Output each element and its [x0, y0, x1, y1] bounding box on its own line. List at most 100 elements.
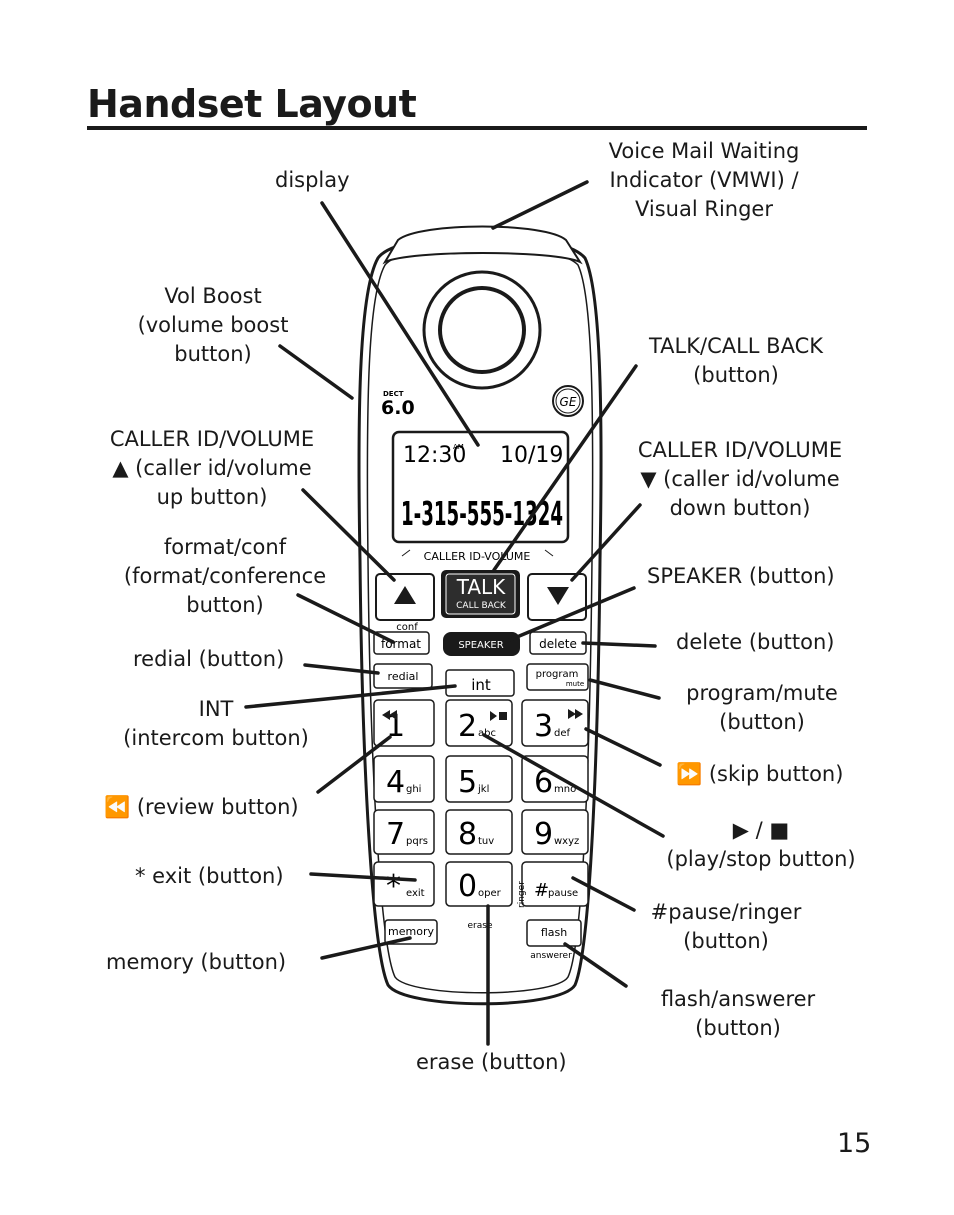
key-2-button[interactable] [445, 699, 513, 747]
up-arrow-icon [394, 586, 416, 604]
key-letters: ghi [406, 784, 421, 795]
memory-button [384, 919, 438, 945]
callout-redial [303, 663, 380, 675]
key-letters: abc [478, 728, 496, 739]
ge-logo-text: GE [560, 395, 577, 409]
label-memory: memory (button) [106, 950, 287, 974]
key-digit: # [534, 880, 549, 901]
callout-speaker [503, 586, 636, 644]
erase-label: erase [468, 921, 493, 931]
review-icon [382, 710, 397, 720]
callout-vmwi [491, 180, 589, 230]
callout-play-stop [482, 733, 665, 838]
key-letters: oper [478, 888, 502, 899]
callout-pause [571, 876, 636, 912]
label-play-stop: ▶ / ■ (play/stop button) [666, 818, 856, 871]
visual-ringer [382, 225, 583, 265]
callout-lines [244, 180, 665, 1046]
callout-talk [492, 364, 638, 572]
callout-review [316, 735, 392, 794]
speaker-button [443, 632, 520, 656]
callout-delete [581, 641, 657, 648]
down-arrow-icon [547, 587, 569, 605]
key-digit: 6 [534, 765, 553, 800]
key-7-button[interactable] [373, 809, 435, 855]
label-vol-boost: Vol Boost (volume boost button) [137, 284, 289, 366]
label-redial: redial (button) [133, 647, 285, 671]
callout-flash [563, 942, 628, 988]
lcd-ampm: AM [453, 443, 464, 451]
dect-version: 6.0 [381, 397, 415, 419]
title-rule [87, 126, 867, 130]
label-talk: TALK/CALL BACK (button) [648, 334, 824, 387]
key-letters: pqrs [406, 836, 428, 847]
label-program-mute: program/mute (button) [686, 681, 838, 734]
key-pound-button[interactable] [521, 861, 589, 907]
key-digit: 4 [386, 765, 405, 800]
label-speaker: SPEAKER (button) [647, 564, 835, 588]
key-3-button[interactable] [521, 699, 589, 747]
call-back-label: CALL BACK [456, 601, 507, 611]
key-digit: 9 [534, 817, 553, 852]
label-delete: delete (button) [676, 630, 835, 654]
conf-label: conf [396, 622, 418, 633]
label-cid-up: CALLER ID/VOLUME ▲ (caller id/volume up … [109, 427, 315, 509]
play-stop-icon [490, 711, 507, 721]
key-8-button[interactable] [445, 809, 513, 855]
page-number: 15 [837, 1128, 872, 1159]
key-letters: exit [406, 888, 425, 899]
caller-id-volume-strip: CALLER ID-VOLUME [424, 550, 531, 563]
callout-display [320, 201, 480, 447]
mute-label: mute [566, 680, 584, 688]
key-digit: 8 [458, 817, 477, 852]
callout-vol-boost [278, 344, 354, 400]
key-digit: 2 [458, 709, 477, 744]
ge-logo [552, 385, 584, 417]
key-digit: * [386, 869, 401, 904]
label-exit: * exit (button) [135, 864, 284, 888]
flash-label: flash [541, 926, 567, 939]
callout-format [296, 593, 395, 644]
lcd-number: 1-315-555-1324 [401, 494, 563, 533]
key-digit: 0 [458, 869, 477, 904]
key-letters: def [554, 728, 571, 739]
lcd-date: 10/19 [500, 443, 563, 468]
program-button [526, 663, 589, 691]
key-letters: jkl [477, 784, 489, 795]
int-label: int [471, 676, 491, 694]
label-int: INT (intercom button) [123, 697, 309, 750]
key-letters: tuv [478, 836, 494, 847]
key-4-button[interactable] [373, 755, 435, 803]
int-button [445, 669, 515, 697]
key-letters: mno [554, 784, 576, 795]
label-review: ⏪ (review button) [104, 795, 299, 819]
redial-label: redial [388, 670, 419, 683]
talk-label: TALK [456, 575, 506, 599]
lcd-display [391, 430, 570, 544]
callout-int [244, 684, 457, 709]
memory-label: memory [388, 925, 434, 938]
label-cid-down: CALLER ID/VOLUME ▼ (caller id/volume dow… [637, 438, 843, 520]
label-display: display [275, 168, 350, 192]
key-5-button[interactable] [445, 755, 513, 803]
key-digit: 7 [386, 817, 405, 852]
key-letters: pause [548, 888, 578, 899]
key-9-button[interactable] [521, 809, 589, 855]
callout-memory [320, 936, 412, 960]
label-format-conf: format/conf (format/conference button) [123, 535, 327, 617]
delete-label: delete [539, 637, 577, 651]
callout-cid-up [301, 488, 396, 582]
key-digit: 1 [386, 709, 405, 744]
key-digit: 3 [534, 709, 553, 744]
speaker-label: SPEAKER [458, 640, 503, 651]
key-star-button[interactable] [373, 861, 435, 907]
redial-button [373, 663, 433, 689]
label-erase: erase (button) [416, 1050, 567, 1074]
key-0-button[interactable] [445, 861, 513, 907]
label-vmwi: Voice Mail Waiting Indicator (VMWI) / Vi… [608, 139, 800, 221]
label-flash-answerer: flash/answerer (button) [660, 987, 816, 1040]
callout-cid-down [570, 503, 642, 582]
callout-exit [309, 872, 417, 882]
